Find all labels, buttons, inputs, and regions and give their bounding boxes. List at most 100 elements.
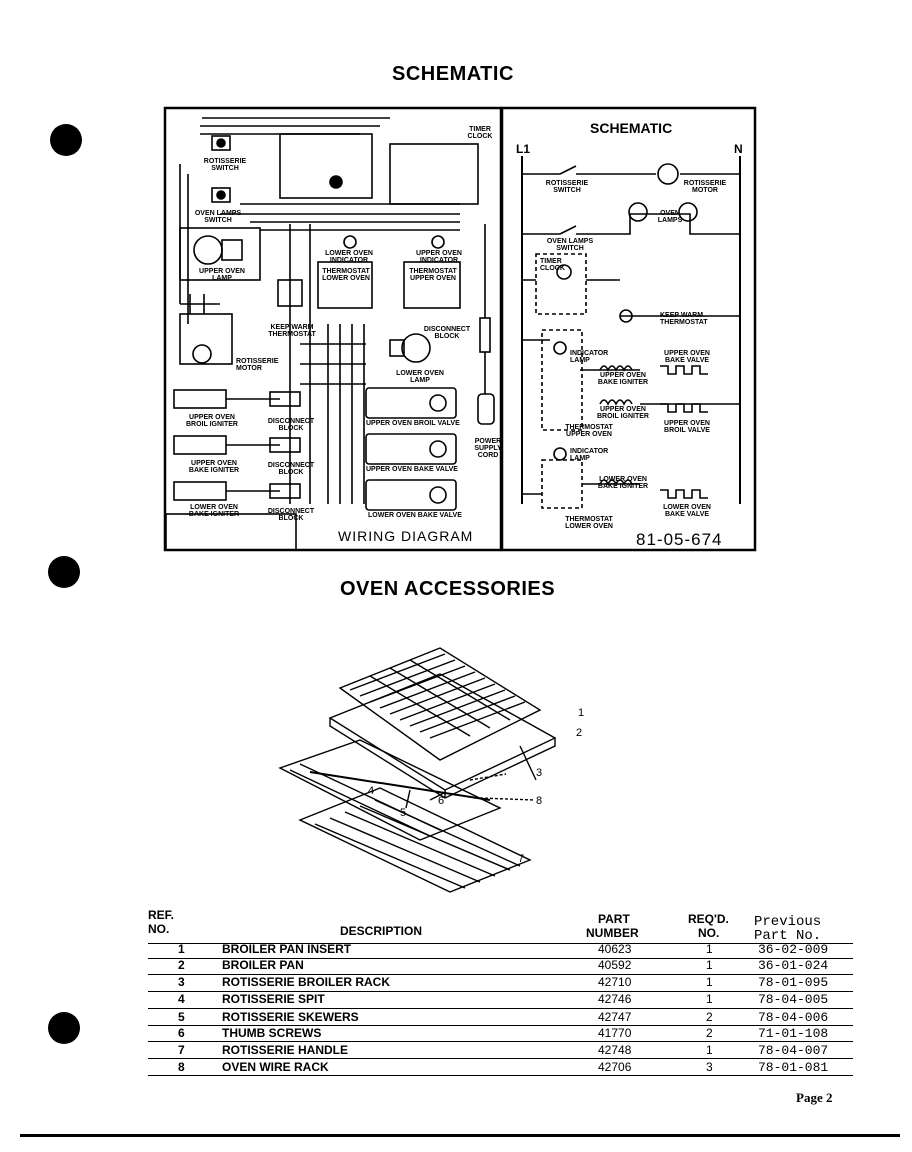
schem-label-rotisserie-motor: ROTISSERIE MOTOR [683,180,727,194]
row-part: 42747 [598,1010,632,1024]
row-description: OVEN WIRE RACK [222,1060,329,1074]
schem-label-upper-bake-igniter: UPPER OVEN BAKE IGNITER [597,372,649,386]
row-part: 40623 [598,942,632,956]
wiring-label-rotisserie-motor: ROTISSERIE MOTOR [236,358,279,372]
header-rule [148,943,853,944]
wiring-label-upper-broil-valve: UPPER OVEN BROIL VALVE [366,420,460,427]
row-part: 42748 [598,1043,632,1057]
schem-label-thermostat-upper-oven: THERMOSTAT UPPER OVEN [565,424,613,438]
header-prev-1: Previous [754,914,822,930]
wiring-label-rotisserie-switch: ROTISSERIE SWITCH [203,158,247,172]
punch-hole [48,556,80,588]
header-prev-2: Part No. [754,928,822,944]
row-ref: 1 [178,942,185,956]
row-rule [148,958,853,959]
schem-label-thermostat-lower-oven: THERMOSTAT LOWER OVEN [565,516,613,530]
row-ref: 7 [178,1043,185,1057]
header-part-2: NUMBER [586,926,639,940]
callout-7: 7 [518,853,525,865]
row-description: ROTISSERIE SPIT [222,992,325,1006]
row-ref: 3 [178,975,185,989]
wiring-label-upper-broil-igniter: UPPER OVEN BROIL IGNITER [186,414,238,428]
schem-label-indicator-lamp: INDICATOR LAMP [570,350,609,364]
wiring-label-upper-bake-igniter: UPPER OVEN BAKE IGNITER [188,460,240,474]
row-rule [148,1041,853,1042]
row-rule [148,991,853,992]
schem-label-oven-lamps-switch: OVEN LAMPS SWITCH [546,238,594,252]
punch-hole [50,124,82,156]
schem-label-upper-bake-valve: UPPER OVEN BAKE VALVE [664,350,710,364]
row-req: 2 [706,1010,713,1024]
row-req: 1 [706,1043,713,1057]
header-ref-2: NO. [148,922,170,936]
row-req: 3 [706,1060,713,1074]
row-previous: 78-01-095 [758,975,829,990]
row-description: ROTISSERIE BROILER RACK [222,975,391,989]
wiring-label-lower-bake-valve: LOWER OVEN BAKE VALVE [368,512,462,519]
callout-2: 2 [576,727,583,739]
header-part-1: PART [598,912,630,926]
wiring-label-oven-lamps-switch: OVEN LAMPS SWITCH [194,210,242,224]
schem-label-upper-broil-valve: UPPER OVEN BROIL VALVE [664,420,710,434]
wiring-label-power-supply-cord: POWER SUPPLY CORD [474,438,502,459]
row-previous: 71-01-108 [758,1026,829,1041]
wiring-label-lower-bake-igniter: LOWER OVEN BAKE IGNITER [188,504,240,518]
row-previous: 78-04-005 [758,992,829,1007]
wiring-label-lower-oven-indicator: LOWER OVEN INDICATOR [325,250,373,264]
header-description: DESCRIPTION [340,924,423,938]
row-ref: 8 [178,1060,185,1074]
wiring-label-keep-warm-thermostat: KEEP WARM THERMOSTAT [268,324,316,338]
row-ref: 6 [178,1026,185,1040]
schem-label-rotisserie-switch: ROTISSERIE SWITCH [545,180,589,194]
table-row: 5 ROTISSERIE SKEWERS 42747 2 78-04-006 [148,1010,853,1026]
header-ref-1: REF. [148,908,175,922]
scan-edge [20,1134,900,1137]
row-previous: 78-04-006 [758,1010,829,1025]
row-description: BROILER PAN [222,958,304,972]
row-description: ROTISSERIE SKEWERS [222,1010,359,1024]
l1-label: L1 [516,142,531,156]
wiring-label-upper-oven-indicator: UPPER OVEN INDICATOR [416,250,462,264]
wiring-label-upper-oven-lamp: UPPER OVEN LAMP [199,268,245,282]
page-number: Page 2 [796,1090,833,1105]
row-ref: 5 [178,1010,185,1024]
wiring-label-thermostat-lower-oven: THERMOSTAT LOWER OVEN [322,268,370,282]
wiring-label-disconnect-block-4: DISCONNECT BLOCK [423,326,471,340]
row-rule [148,1058,853,1059]
callout-8: 8 [536,795,543,807]
n-label: N [734,142,743,156]
wiring-label-timer-clock: TIMER CLOCK [467,126,493,140]
row-previous: 36-01-024 [758,958,829,973]
table-row: 2 BROILER PAN 40592 1 36-01-024 [148,958,853,974]
schem-label-upper-broil-igniter: UPPER OVEN BROIL IGNITER [597,406,649,420]
row-rule [148,974,853,975]
wiring-label-thermostat-upper-oven: THERMOSTAT UPPER OVEN [409,268,457,282]
row-description: BROILER PAN INSERT [222,942,352,956]
row-ref: 2 [178,958,185,972]
row-ref: 4 [178,992,185,1006]
schem-label-oven-lamps: OVEN LAMPS [657,210,683,224]
row-description: ROTISSERIE HANDLE [222,1043,349,1057]
document-number: 81-05-674 [636,530,723,549]
callout-5: 5 [400,807,407,819]
row-req: 1 [706,942,713,956]
row-req: 1 [706,958,713,972]
row-rule [148,1025,853,1026]
table-row: 3 ROTISSERIE BROILER RACK 42710 1 78-01-… [148,975,853,991]
row-previous: 78-04-007 [758,1043,829,1058]
page-title: SCHEMATIC [392,63,514,85]
row-previous: 78-01-081 [758,1060,829,1075]
row-req: 1 [706,975,713,989]
table-row: 6 THUMB SCREWS 41770 2 71-01-108 [148,1026,853,1042]
row-part: 41770 [598,1026,632,1040]
wiring-diagram-label: WIRING DIAGRAM [338,528,474,544]
schem-label-lower-bake-igniter: LOWER OVEN BAKE IGNITER [597,476,649,490]
schem-label-lower-bake-valve: LOWER OVEN BAKE VALVE [663,504,711,518]
wiring-label-disconnect-block-3: DISCONNECT BLOCK [267,508,315,522]
callout-3: 3 [536,767,543,779]
table-row: 4 ROTISSERIE SPIT 42746 1 78-04-005 [148,992,853,1008]
table-row: 8 OVEN WIRE RACK 42706 3 78-01-081 [148,1060,853,1076]
schem-label-indicator-lamp-2: INDICATOR LAMP [570,448,609,462]
wiring-label-lower-oven-lamp: LOWER OVEN LAMP [396,370,444,384]
punch-hole [48,1012,80,1044]
